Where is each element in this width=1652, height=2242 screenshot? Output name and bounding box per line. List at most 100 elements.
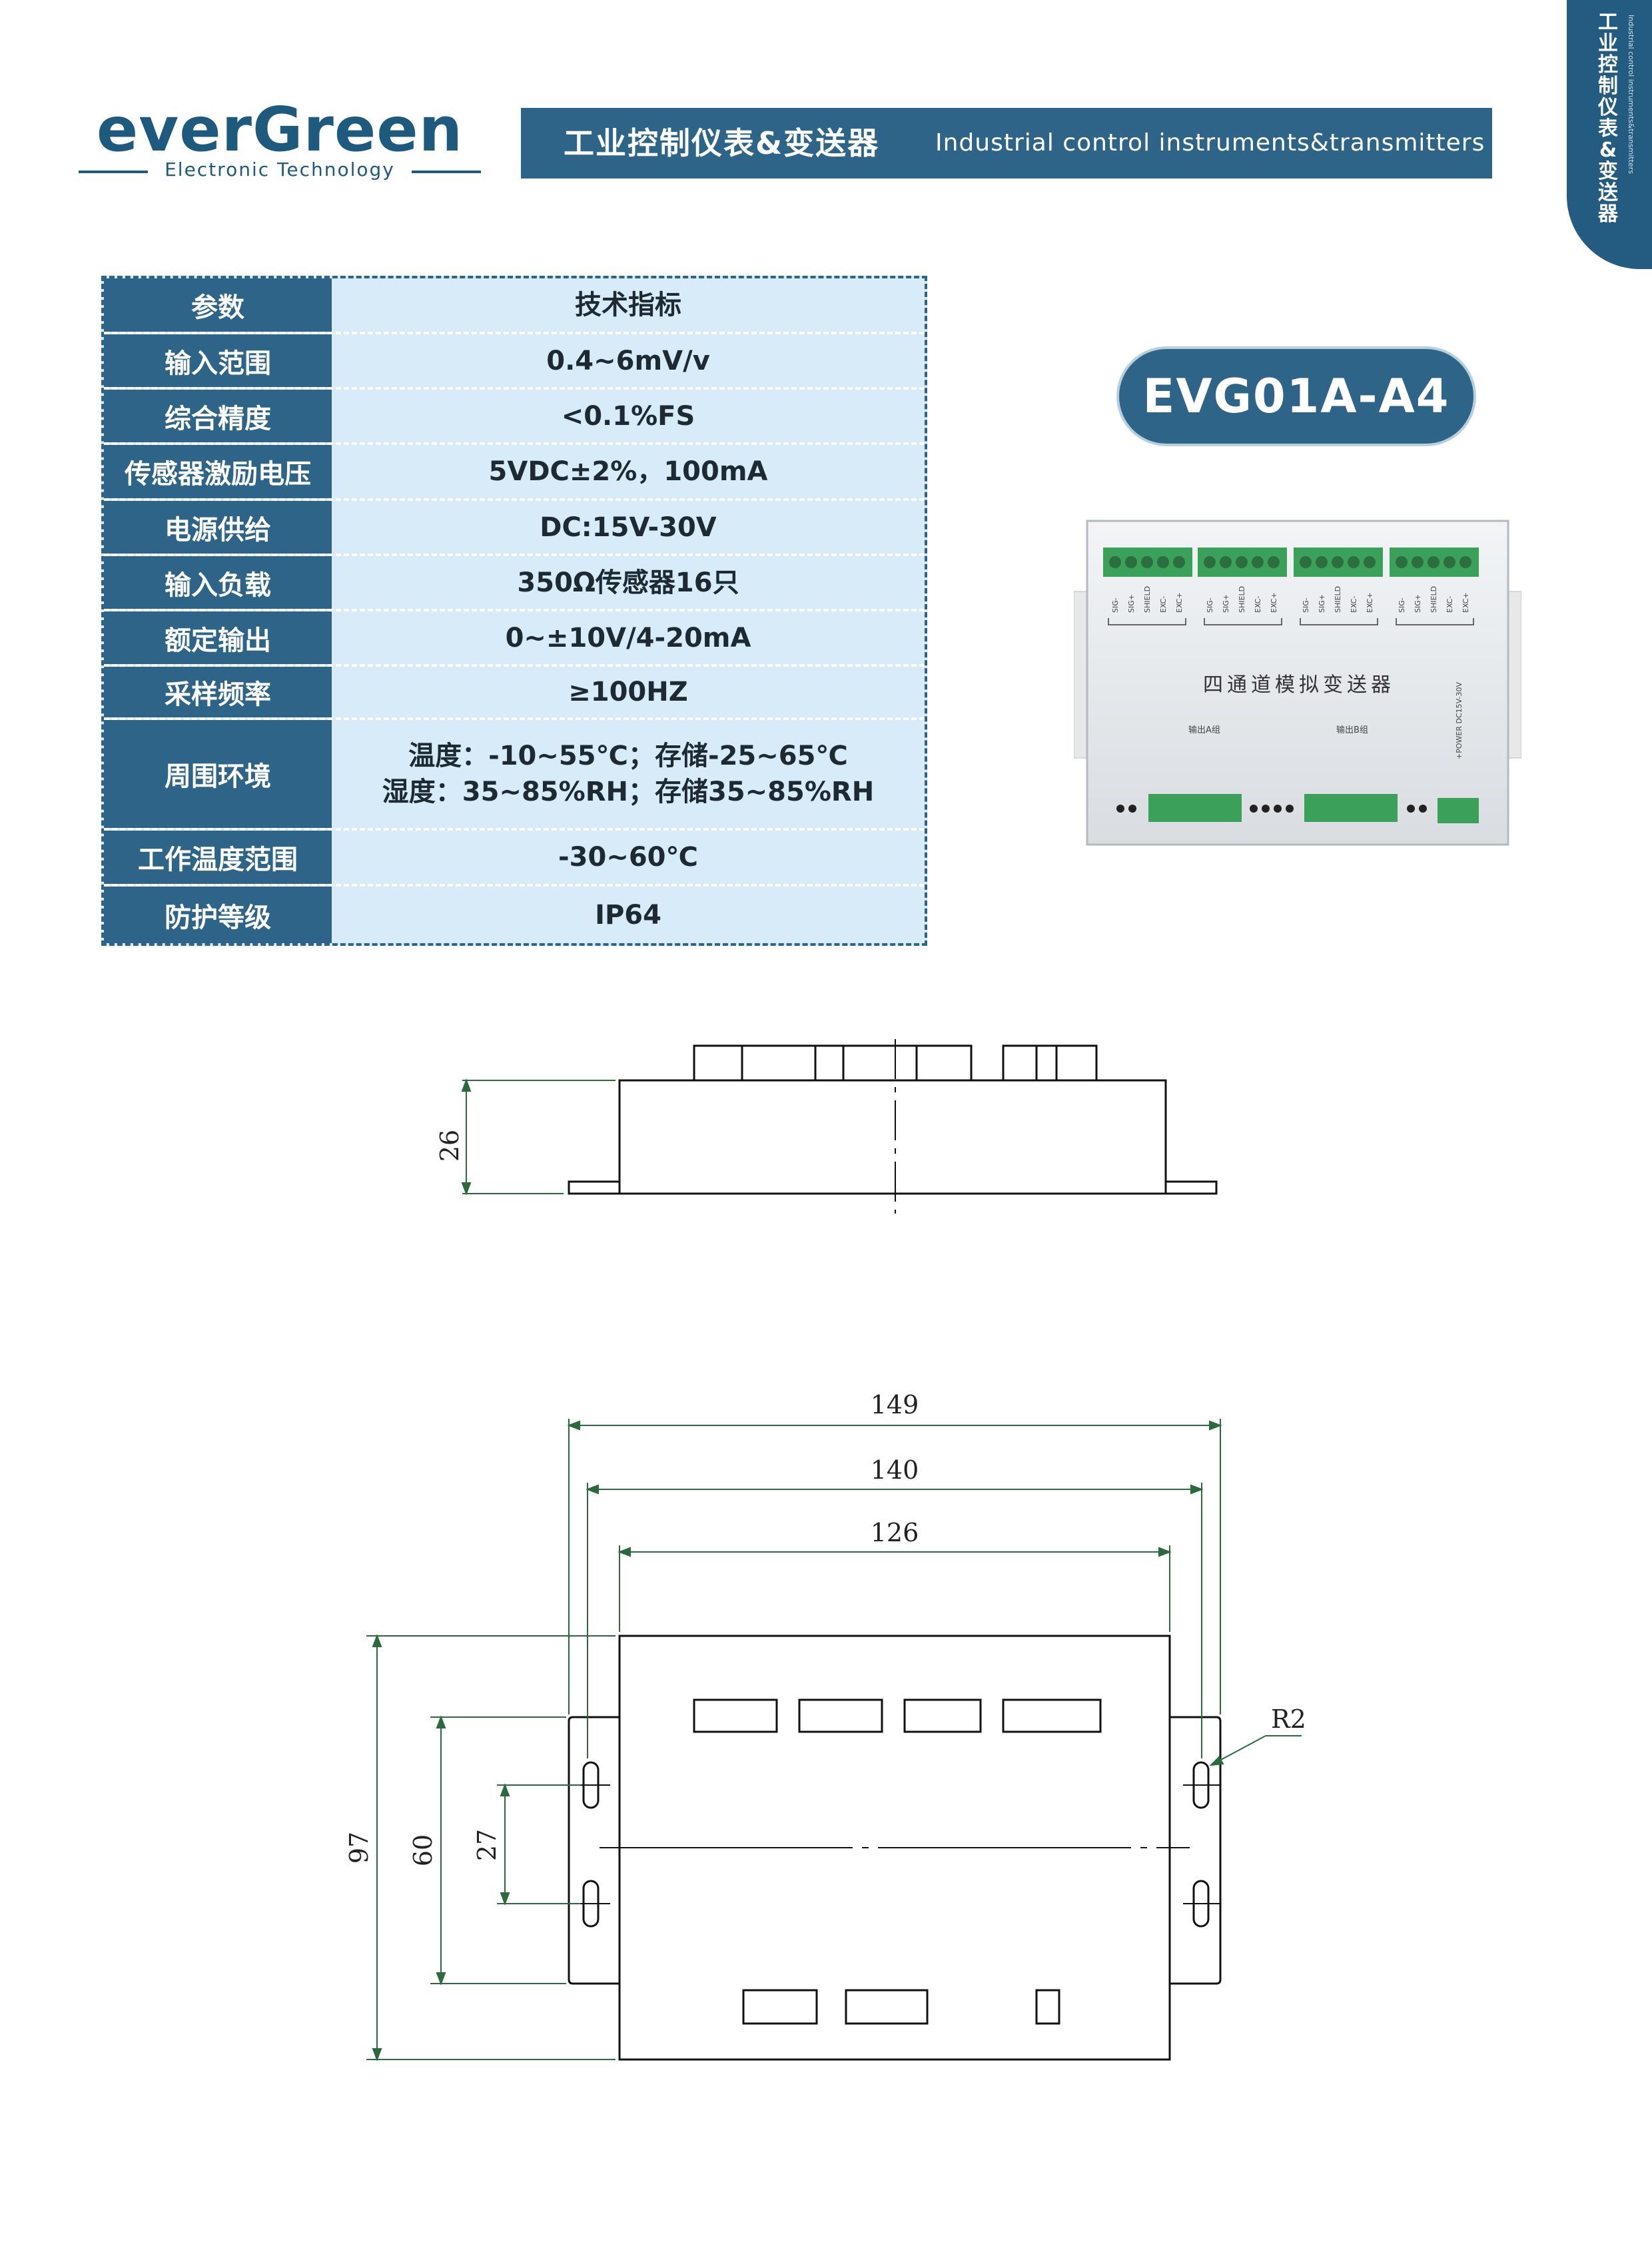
table-row: 传感器激励电压 5VDC±2%，100mA (104, 445, 925, 501)
product-label: 四通道模拟变送器 (1203, 673, 1395, 697)
spec-table: 参数 技术指标 输入范围 0.4~6mV/v 综合精度 <0.1%FS 传感器激… (101, 276, 927, 946)
value-line-2: 湿度：35~85%RH；存储35~85%RH (382, 777, 875, 807)
param-cell: 防护等级 (104, 887, 332, 943)
value-cell: 0~±10V/4-20mA (505, 622, 751, 653)
side-category-tab: 工业控制仪表&变送器 Industrial control instrument… (1567, 0, 1652, 269)
flange-right (1164, 1180, 1218, 1195)
svg-text:SIG+: SIG+ (1127, 594, 1136, 613)
svg-text:SIG-: SIG- (1302, 597, 1310, 613)
banner-title-cn: 工业控制仪表&变送器 (564, 125, 880, 161)
banner-title-en: Industrial control instruments&transmitt… (935, 129, 1485, 157)
connector-1 (693, 1044, 743, 1082)
flange-left-outline (568, 1716, 620, 1985)
svg-text:EXC-: EXC- (1446, 596, 1454, 613)
connector-6 (1002, 1044, 1038, 1082)
power-label: +POWER DC15V-30V (1455, 682, 1463, 759)
svg-text:SIG-: SIG- (1398, 597, 1406, 613)
svg-text:SHIELD: SHIELD (1143, 586, 1152, 613)
connector-4 (842, 1044, 918, 1082)
side-view-drawing: 26 (426, 1039, 1239, 1232)
table-row: 防护等级 IP64 (104, 887, 925, 943)
svg-text:EXC+: EXC+ (1175, 592, 1184, 613)
table-row: 综合精度 <0.1%FS (104, 390, 925, 445)
top-slot-4 (1002, 1698, 1102, 1733)
logo-subtitle: Electronic Technology (165, 159, 395, 181)
brand-logo: everGreen Electronic Technology (73, 93, 486, 187)
side-view-svg: 26 (435, 1039, 1218, 1214)
bottom-slot-2 (845, 1989, 929, 2025)
output-b-label: 输出B组 (1336, 725, 1368, 735)
logo-line-left (79, 171, 148, 173)
svg-text:SHIELD: SHIELD (1430, 586, 1438, 613)
svg-text:SHIELD: SHIELD (1334, 586, 1342, 613)
table-row: 额定输出 0~±10V/4-20mA (104, 611, 925, 667)
param-cell: 额定输出 (104, 611, 332, 664)
product-drawing: SIG- SIG+ SHIELD EXC- EXC+ SIG- SIG+ SHI… (1073, 520, 1522, 846)
svg-text:EXC-: EXC- (1159, 596, 1168, 613)
param-cell: 输入负载 (104, 556, 332, 609)
table-row: 输入范围 0.4~6mV/v (104, 334, 925, 390)
svg-text:SHIELD: SHIELD (1238, 586, 1246, 613)
value-cell: <0.1%FS (561, 400, 695, 432)
flange-right-outline (1170, 1716, 1222, 1985)
header-param: 参数 (104, 278, 332, 332)
connector-2 (741, 1044, 817, 1082)
value-cell: IP64 (595, 899, 661, 931)
svg-text:EXC+: EXC+ (1270, 592, 1278, 613)
terminal-blocks-bottom (1148, 794, 1479, 823)
value-cell: 温度：-10~55℃；存储-25~65℃ 湿度：35~85%RH；存储35~85… (332, 720, 925, 828)
connector-5 (915, 1044, 973, 1082)
svg-text:SIG-: SIG- (1206, 597, 1214, 613)
dim-width-outer: 149 (871, 1390, 919, 1419)
dim-radius: R2 (1271, 1704, 1306, 1734)
connector-8 (1055, 1044, 1098, 1082)
param-cell: 采样频率 (104, 667, 332, 717)
param-cell: 电源供给 (104, 501, 332, 554)
svg-text:EXC+: EXC+ (1366, 592, 1374, 613)
flange-left (568, 1180, 621, 1195)
connector-7 (1035, 1044, 1058, 1082)
dim-width-body: 126 (871, 1518, 919, 1547)
top-slot-3 (903, 1698, 982, 1733)
param-cell: 工作温度范围 (104, 831, 332, 884)
top-slot-2 (798, 1698, 883, 1733)
value-cell: 5VDC±2%，100mA (488, 456, 768, 487)
logo-wordmark: everGreen (96, 94, 464, 165)
product-image: SIG- SIG+ SHIELD EXC- EXC+ SIG- SIG+ SHI… (1073, 520, 1522, 851)
dim-width-mid: 140 (871, 1455, 919, 1485)
svg-text:EXC+: EXC+ (1461, 592, 1470, 613)
svg-text:SIG+: SIG+ (1414, 594, 1422, 613)
table-header-row: 参数 技术指标 (104, 278, 925, 334)
table-row: 采样频率 ≥100HZ (104, 667, 925, 720)
value-cell: 350Ω传感器16只 (517, 567, 739, 598)
header-value: 技术指标 (575, 290, 681, 320)
param-cell: 综合精度 (104, 390, 332, 442)
table-row: 输入负载 350Ω传感器16只 (104, 556, 925, 611)
logo-line-right (412, 171, 481, 173)
side-tab-title-cn: 工业控制仪表&变送器 (1598, 11, 1618, 226)
connector-3 (814, 1044, 845, 1082)
value-cell: ≥100HZ (568, 677, 688, 707)
dim-hole-span: 60 (408, 1834, 438, 1866)
top-view-drawing: 149 140 126 97 60 27 R2 (344, 1385, 1372, 2078)
param-cell: 周围环境 (104, 720, 332, 828)
value-line-1: 温度：-10~55℃；存储-25~65℃ (408, 741, 848, 771)
output-a-label: 输出A组 (1188, 725, 1220, 735)
dim-height: 26 (435, 1130, 464, 1162)
table-row: 工作温度范围 -30~60℃ (104, 831, 925, 887)
svg-text:SIG+: SIG+ (1318, 594, 1326, 613)
side-tab-title-en: Industrial control instruments&transmitt… (1627, 15, 1635, 175)
header-banner: 工业控制仪表&变送器 Industrial control instrument… (521, 108, 1492, 179)
svg-text:SIG+: SIG+ (1222, 594, 1230, 613)
table-row: 周围环境 温度：-10~55℃；存储-25~65℃ 湿度：35~85%RH；存储… (104, 720, 925, 831)
svg-text:EXC-: EXC- (1350, 596, 1358, 613)
value-cell: -30~60℃ (558, 842, 698, 873)
param-cell: 传感器激励电压 (104, 445, 332, 498)
table-row: 电源供给 DC:15V-30V (104, 501, 925, 556)
top-view-svg: 149 140 126 97 60 27 R2 (344, 1390, 1306, 2061)
dim-depth: 97 (346, 1832, 374, 1864)
value-cell: DC:15V-30V (540, 512, 717, 543)
svg-text:EXC-: EXC- (1254, 596, 1262, 613)
svg-text:SIG-: SIG- (1111, 597, 1120, 613)
bottom-slot-1 (742, 1989, 818, 2025)
